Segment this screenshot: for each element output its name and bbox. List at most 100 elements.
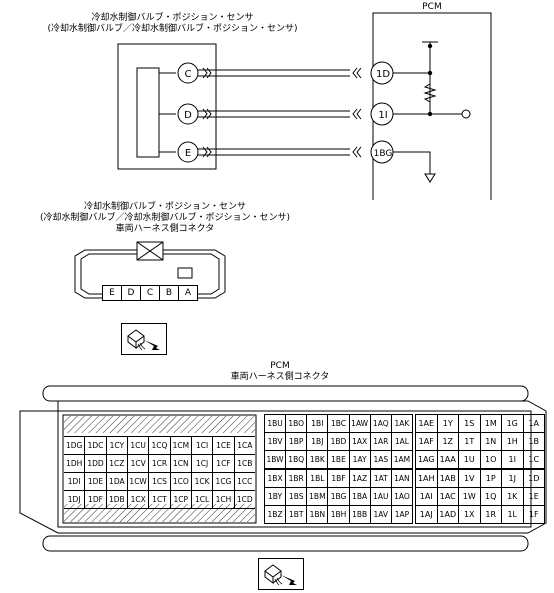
- pin-cell: 1CL: [192, 491, 214, 508]
- pin-cell: 1AD: [438, 506, 459, 523]
- pcm-pin-1bg: 1BG: [370, 140, 394, 164]
- pin-cell: 1AQ: [371, 415, 392, 432]
- pcm-pin-1d: 1D: [370, 61, 394, 85]
- pin-cell: 1AU: [371, 488, 392, 505]
- pin-cell: 1DA: [107, 473, 128, 490]
- pin-cell: 1BJ: [307, 433, 329, 450]
- pin-cell: 1CZ: [107, 455, 128, 472]
- pin-cell: 1AE: [416, 415, 438, 432]
- pcm-left-block: 1DG 1DC 1CY 1CU 1CQ 1CM 1CI 1CE 1CA 1DH …: [64, 436, 255, 509]
- pin-cell: 1CF: [213, 455, 235, 472]
- pin-cell: 1BD: [328, 433, 350, 450]
- pin-cell: 1BK: [307, 451, 329, 468]
- table-row: 1BU 1BO 1BI 1BC 1AW 1AQ 1AK: [265, 415, 412, 433]
- pin-cell: 1CH: [213, 491, 235, 508]
- table-row: 1AF 1Z 1T 1N 1H 1B: [416, 433, 544, 451]
- pcm-pin-1i: 1I: [370, 102, 394, 126]
- junction-dot: [427, 111, 433, 117]
- pin-cell: 1AM: [393, 455, 411, 464]
- pin-cell: 1B: [528, 437, 540, 446]
- table-row: 1AJ 1AD 1X 1R 1L 1F: [416, 506, 544, 523]
- pin-cell: 1DJ: [64, 491, 86, 508]
- pin-cell: 1BH: [328, 506, 350, 523]
- table-row: 1BV 1BP 1BJ 1BD 1AX 1AR 1AL: [265, 433, 412, 451]
- table-row: 1AH 1AB 1V 1P 1J 1D: [416, 470, 544, 488]
- pin-cell: 1P: [481, 470, 502, 487]
- pin-cell: 1BV: [265, 433, 287, 450]
- sensor-connector-pin: A: [184, 288, 192, 298]
- pin-cell: 1DI: [64, 473, 86, 490]
- pin-cell: 1CN: [171, 455, 192, 472]
- wiring-diagram: C D E 1D 1I 1BG: [117, 12, 492, 200]
- pin-cell: 1AH: [416, 470, 438, 487]
- pin-cell: 1AI: [416, 488, 438, 505]
- sensor-title-1: 冷却水制御バルブ・ポジション・センサ: [91, 13, 254, 23]
- pin-cell: 1N: [481, 433, 502, 450]
- pin-cell: 1S: [459, 415, 481, 432]
- pin-cell: 1I: [502, 451, 524, 468]
- pin-cell: 1CS: [149, 473, 171, 490]
- pin-cell: 1BT: [286, 506, 308, 523]
- pin-cell: 1CV: [128, 455, 150, 472]
- pin-cell: 1BC: [328, 415, 350, 432]
- pin-cell: 1F: [528, 510, 539, 519]
- pin-cell: 1T: [459, 433, 481, 450]
- pin-cell: 1AF: [416, 433, 438, 450]
- junction-dot: [427, 70, 433, 76]
- pin-cell: 1AG: [416, 451, 438, 468]
- pin-cell: 1AS: [371, 451, 392, 468]
- pin-cell: 1CP: [171, 491, 192, 508]
- pin-cell: 1C: [528, 455, 540, 464]
- table-row: 1BW 1BQ 1BK 1BE 1AY 1AS 1AM: [265, 451, 412, 470]
- pin-cell: 1CI: [192, 437, 214, 454]
- pin-cell: 1CA: [237, 441, 253, 450]
- table-row: 1AI 1AC 1W 1Q 1K 1E: [416, 488, 544, 506]
- pin-cell: 1BU: [265, 415, 287, 432]
- pin-cell: 1CB: [237, 459, 253, 468]
- pin-cell: 1BW: [265, 451, 287, 468]
- sensor-pin-e: E: [177, 141, 199, 163]
- pin-cell: 1AR: [371, 433, 392, 450]
- pin-cell: 1E: [528, 492, 539, 501]
- pcm-pin-label: 1BG: [374, 149, 393, 159]
- sensor-element: [136, 67, 160, 158]
- pin-cell: 1BX: [265, 470, 287, 487]
- pin-cell: 1DF: [85, 491, 107, 508]
- pcm-pin-label: 1D: [376, 69, 390, 80]
- pin-cell: 1Y: [438, 415, 459, 432]
- pin-cell: 1CR: [149, 455, 171, 472]
- sensor-connector-pin: E: [103, 286, 122, 300]
- pin-cell: 1CY: [107, 437, 128, 454]
- pin-cell: 1R: [481, 506, 502, 523]
- pin-cell: 1BQ: [286, 451, 308, 468]
- pin-cell: 1V: [459, 470, 481, 487]
- pin-cell: 1CJ: [192, 455, 214, 472]
- pin-cell: 1BG: [328, 488, 350, 505]
- pin-cell: 1H: [502, 433, 524, 450]
- pin-cell: 1A: [528, 419, 540, 428]
- pin-cell: 1AO: [394, 492, 410, 501]
- pin-cell: 1BE: [328, 451, 350, 468]
- pin-cell: 1CO: [171, 473, 192, 490]
- pin-cell: 1AX: [350, 433, 371, 450]
- pin-cell: 1CG: [213, 473, 235, 490]
- pin-cell: 1J: [502, 470, 524, 487]
- pin-cell: 1D: [528, 474, 540, 483]
- sensor-connector-pin: D: [122, 286, 141, 300]
- sensor-pin-label: D: [184, 110, 192, 121]
- pin-cell: 1CQ: [149, 437, 171, 454]
- pcm-pin-label: 1I: [378, 110, 387, 121]
- pin-cell: 1AP: [394, 510, 410, 519]
- pin-cell: 1AZ: [350, 470, 371, 487]
- pin-cell: 1AW: [350, 415, 371, 432]
- junction-dot: [427, 43, 433, 49]
- pin-cell: 1CM: [171, 437, 192, 454]
- pin-cell: 1BY: [265, 488, 287, 505]
- sensor-connector-pin: C: [141, 286, 160, 300]
- pin-cell: 1BM: [307, 488, 329, 505]
- pin-cell: 1BI: [307, 415, 329, 432]
- pin-cell: 1CK: [192, 473, 214, 490]
- pin-cell: 1BZ: [265, 506, 287, 523]
- pin-cell: 1Z: [438, 433, 459, 450]
- pin-cell: 1AY: [350, 451, 371, 468]
